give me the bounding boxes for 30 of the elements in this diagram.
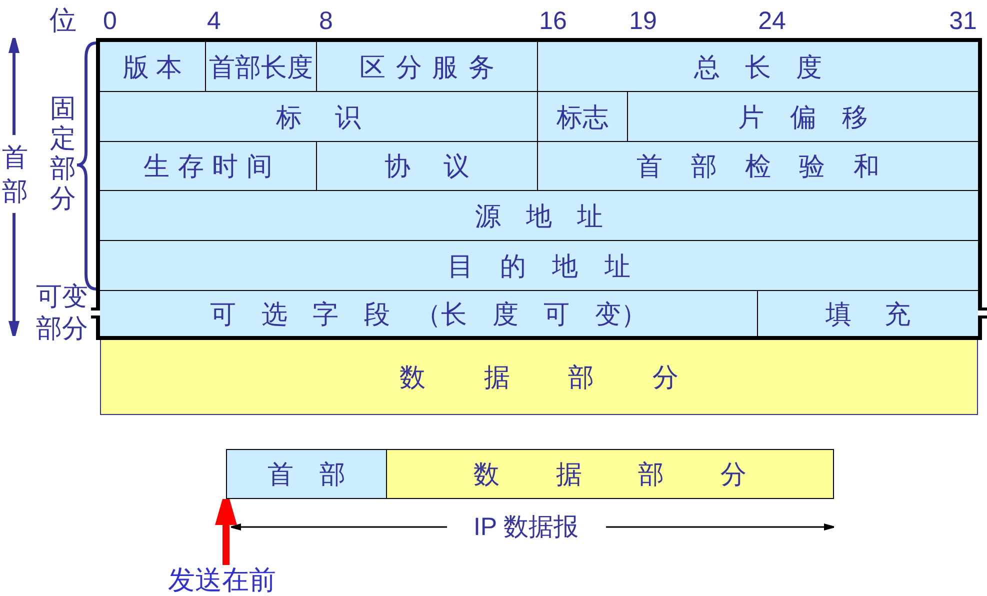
header-field: 生 存 时 间 — [100, 142, 317, 191]
header-field: 区 分 服 务 — [317, 42, 538, 92]
bit-number: 4 — [206, 6, 222, 36]
header-field: 源 地 址 — [100, 191, 978, 241]
side-label: 首部 — [1, 141, 29, 208]
bit-number: 31 — [948, 6, 978, 36]
dimension-label: IP 数据报 — [472, 512, 580, 542]
header-field: 版 本 — [100, 42, 206, 92]
bit-number: 19 — [628, 6, 658, 36]
bit-number: 8 — [318, 6, 334, 36]
side-label: 可变部分 — [35, 280, 89, 344]
data-segment: 数 据 部 分 — [386, 449, 834, 499]
data-field: 数 据 部 分 — [100, 340, 978, 415]
side-label: 固定部分 — [49, 93, 77, 213]
annotation-text: 发送在前 — [164, 565, 280, 595]
bit-number: 0 — [102, 6, 118, 36]
header-field: 标志 — [538, 92, 628, 142]
header-field: 总 长 度 — [538, 42, 978, 92]
header-field: 目 的 地 址 — [100, 241, 978, 291]
header-field: 首 部 检 验 和 — [538, 142, 978, 191]
bit-heading: 位 — [48, 4, 78, 36]
header-field: 片 偏 移 — [628, 92, 978, 142]
header-field: 填 充 — [758, 291, 978, 336]
header-field: 首部长度 — [206, 42, 317, 92]
header-field: 标 识 — [100, 92, 538, 142]
bit-number: 16 — [538, 6, 568, 36]
header-field: 协 议 — [317, 142, 538, 191]
header-segment: 首 部 — [226, 449, 387, 499]
header-field: 可 选 字 段 （长 度 可 变） — [100, 291, 758, 336]
bit-number: 24 — [757, 6, 787, 36]
